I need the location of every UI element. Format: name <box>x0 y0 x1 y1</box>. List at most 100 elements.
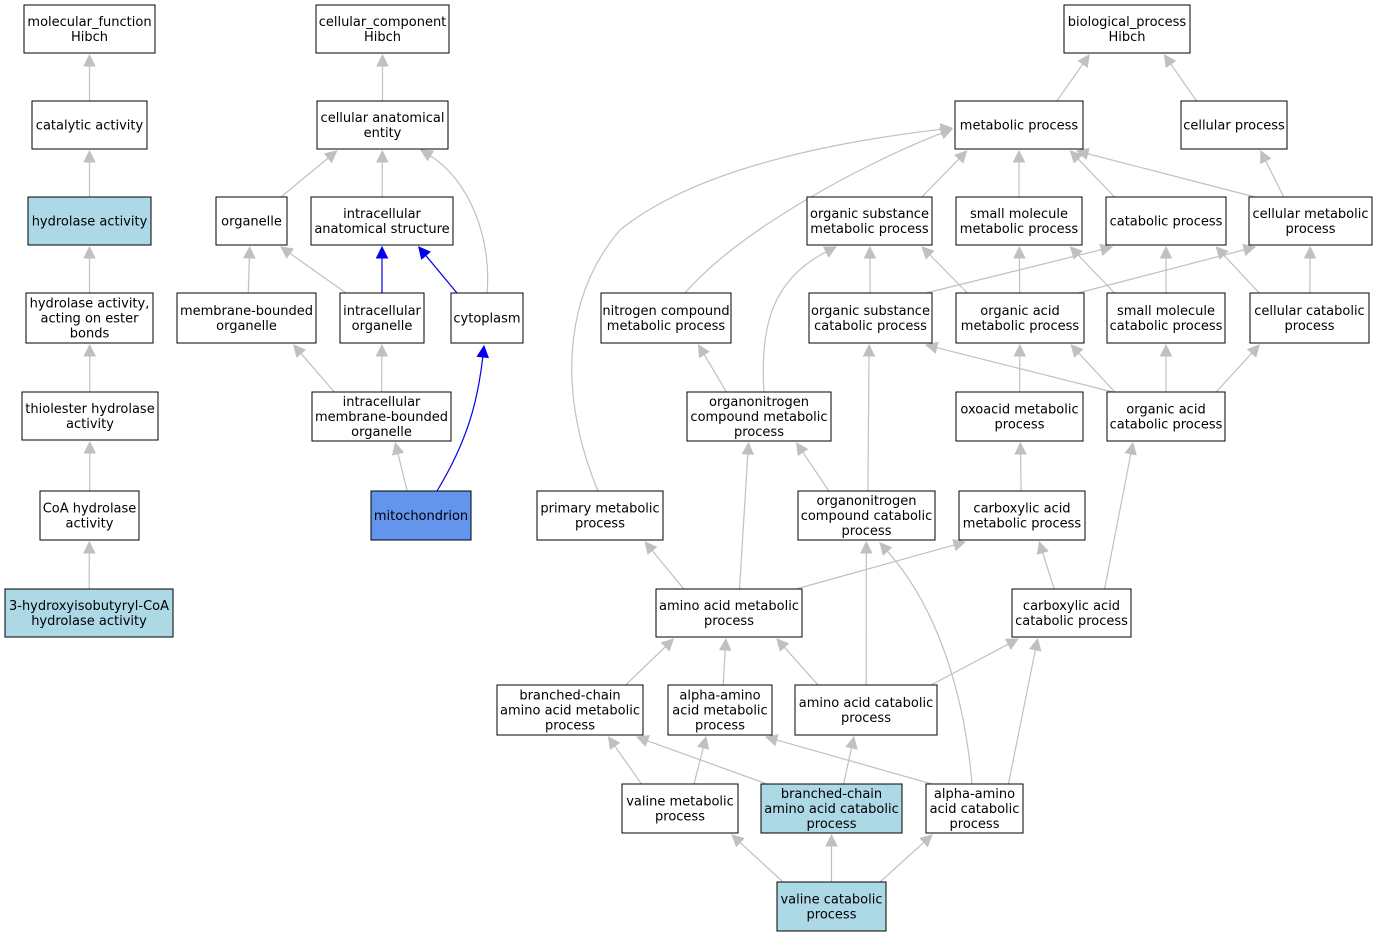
edge-cmp-to-cp <box>1260 149 1285 198</box>
edge-line <box>762 250 828 393</box>
edge-oacp-to-smcp <box>1159 343 1173 392</box>
node-box <box>955 292 1085 344</box>
edge-oacp-to-oscp <box>924 341 1114 393</box>
node-box <box>315 4 450 54</box>
node-label-line: CoA hydrolase <box>43 502 137 517</box>
node-label-line: catabolic process <box>1110 319 1223 334</box>
arrowhead <box>776 638 790 652</box>
arrowhead <box>764 734 779 747</box>
edge-hydest-to-hyd <box>83 245 96 293</box>
edge-line <box>247 256 251 294</box>
arrowhead <box>82 540 96 554</box>
node-box <box>310 196 454 246</box>
arrowhead <box>1303 245 1317 259</box>
node-box <box>176 292 317 344</box>
arrowhead <box>1246 344 1261 358</box>
node-label-line: alpha-amino <box>679 689 760 704</box>
edge-aamp-to-pmp <box>644 541 685 590</box>
go-term-node-mp[interactable]: metabolic process <box>954 100 1084 150</box>
node-label-line: process <box>704 614 754 629</box>
edge-io-to-org <box>280 246 347 294</box>
edge-oacp-to-ccp <box>1215 344 1261 393</box>
node-label-line: compound metabolic <box>690 410 827 425</box>
edge-vcp-to-vmp <box>731 834 784 883</box>
arrowhead <box>741 441 755 455</box>
node-label-line: intracellular <box>343 304 421 319</box>
go-term-node-cp[interactable]: cellular process <box>1180 100 1288 150</box>
node-label-line: catabolic process <box>1110 215 1223 230</box>
node-box <box>958 490 1086 541</box>
node-box <box>808 292 933 344</box>
node-label-line: catalytic activity <box>36 119 144 134</box>
node-label-line: amino acid metabolic <box>500 704 640 719</box>
node-box <box>655 588 803 638</box>
arrowhead <box>323 150 338 164</box>
node-label-line: metabolic process <box>607 319 726 334</box>
node-label-line: amino acid metabolic <box>659 599 799 614</box>
edge-ias-to-cae <box>375 149 389 198</box>
go-term-node-mito[interactable]: mitochondrion <box>370 490 472 541</box>
edge-line <box>429 154 489 294</box>
node-label-line: process <box>575 517 625 532</box>
arrowhead <box>697 344 710 359</box>
edge-oamp-to-cmp <box>1077 243 1257 294</box>
edge-mbo-to-org <box>243 245 256 294</box>
node-box <box>25 292 154 344</box>
node-label-line: branched-chain <box>519 689 620 704</box>
node-box <box>316 100 449 150</box>
edge-oncmp-to-ncmp <box>697 344 727 393</box>
go-term-node-cyto[interactable]: cytoplasm <box>450 292 524 344</box>
edge-cat-to-mf <box>83 53 96 101</box>
arrowhead <box>644 541 658 555</box>
go-term-node-catp[interactable]: catabolic process <box>1105 196 1227 246</box>
node-label-line: Hibch <box>364 30 401 45</box>
edge-hibyl-to-coa <box>82 540 96 590</box>
go-term-node-cat[interactable]: catalytic activity <box>31 100 148 150</box>
node-label-line: primary metabolic <box>540 502 659 517</box>
arrowhead <box>1124 441 1137 456</box>
node-box <box>1105 196 1227 246</box>
go-term-node-hyd[interactable]: hydrolase activity <box>27 196 152 246</box>
go-term-node-org[interactable]: organelle <box>215 196 288 246</box>
arrowhead <box>1069 150 1083 164</box>
edge-line <box>571 128 943 492</box>
node-box <box>1063 4 1191 54</box>
node-label-line: hydrolase activity, <box>30 297 150 312</box>
node-box <box>955 391 1084 442</box>
